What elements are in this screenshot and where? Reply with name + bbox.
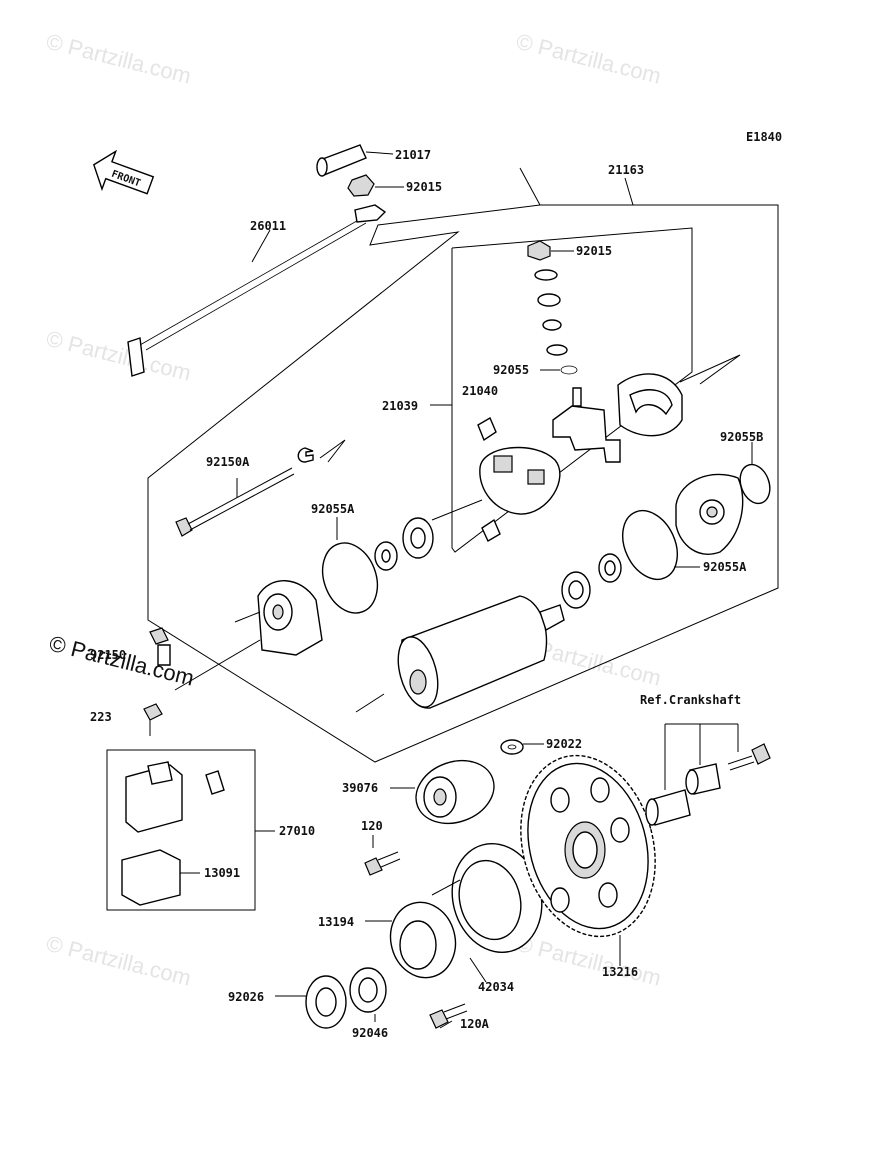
label-13194: 13194 <box>318 915 354 929</box>
label-92055a: 92055A <box>311 502 355 516</box>
bolt-120a <box>429 1003 468 1029</box>
relay-cover <box>121 849 200 906</box>
long-bolt <box>175 439 346 537</box>
watermark: © Partzilla.com <box>44 931 194 991</box>
label-92150a: 92150A <box>206 455 250 469</box>
needle-bearing <box>349 967 387 1022</box>
starter-cable <box>127 144 404 377</box>
watermark: © Partzilla.com <box>514 29 664 89</box>
label-92150: 92150 <box>90 648 126 662</box>
assembly-21163 <box>147 167 779 763</box>
clutch-housing <box>431 842 543 983</box>
label-21017: 21017 <box>395 148 431 162</box>
crankshaft-ref <box>645 723 771 826</box>
diagram-code: E1840 <box>746 130 782 144</box>
terminal-washers <box>527 240 578 375</box>
label-39076: 39076 <box>342 781 378 795</box>
front-cover <box>234 580 323 656</box>
o-ring-a-right <box>622 510 700 580</box>
watermark: © Partzilla.com <box>44 326 194 386</box>
motor-body <box>355 595 565 713</box>
o-ring-a-left <box>321 517 379 614</box>
front-arrow: FRONT <box>92 149 155 195</box>
label-13216: 13216 <box>602 965 638 979</box>
label-21039: 21039 <box>382 399 418 413</box>
label-92026: 92026 <box>228 990 264 1004</box>
mount-bolt <box>149 627 261 691</box>
label-92046: 92046 <box>352 1026 388 1040</box>
label-92022: 92022 <box>546 737 582 751</box>
starter-gear <box>520 754 656 966</box>
watermark: © Partzilla.com <box>514 931 664 991</box>
terminal-bracket <box>552 387 621 463</box>
clutch-13194 <box>365 901 457 979</box>
bearings <box>374 517 622 609</box>
o-ring-b <box>739 442 771 505</box>
assembly-21039 <box>430 227 693 553</box>
label-42034: 42034 <box>478 980 514 994</box>
label-223: 223 <box>90 710 112 724</box>
rear-cover <box>617 354 741 437</box>
label-120a: 120A <box>460 1017 490 1031</box>
label-13091: 13091 <box>204 866 240 880</box>
label-120: 120 <box>361 819 383 833</box>
label-21163: 21163 <box>608 163 644 177</box>
label-92055b: 92055B <box>720 430 763 444</box>
idler-gear <box>390 759 495 825</box>
label-27010: 27010 <box>279 824 315 838</box>
part-labels: 21017 92015 26011 21163 92015 92055 2104… <box>90 148 763 1040</box>
relay-assembly <box>106 703 275 911</box>
brush-plate <box>431 416 561 542</box>
label-92015: 92015 <box>576 244 612 258</box>
label-21040: 21040 <box>462 384 498 398</box>
washer-92022 <box>500 739 544 755</box>
bolt-120 <box>364 835 401 876</box>
washer-92026 <box>275 975 347 1029</box>
label-26011: 26011 <box>250 219 286 233</box>
label-92055a: 92055A <box>703 560 747 574</box>
label-92015: 92015 <box>406 180 442 194</box>
end-cover <box>675 473 744 555</box>
label-92055: 92055 <box>493 363 529 377</box>
ref-crankshaft-label: Ref.Crankshaft <box>640 693 741 707</box>
watermark: © Partzilla.com <box>44 29 194 89</box>
